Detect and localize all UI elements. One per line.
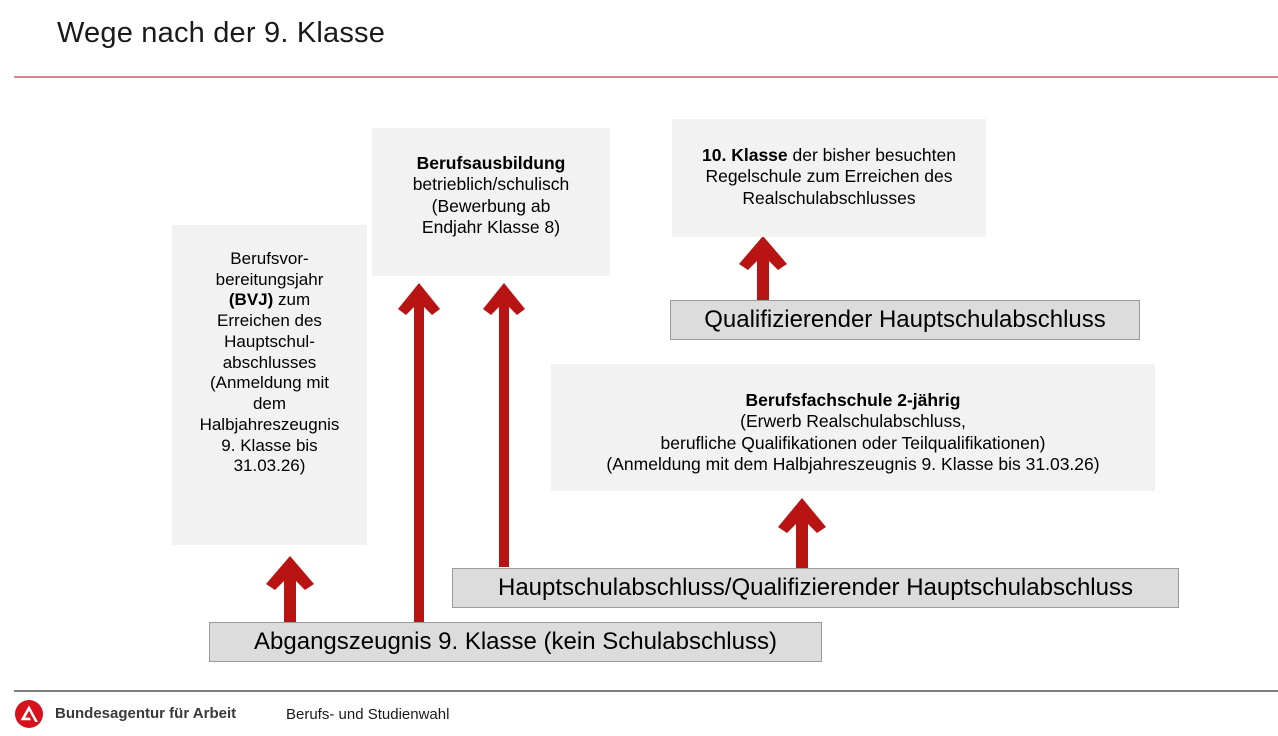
bvj-bold-abbr: (BVJ) [228, 290, 274, 310]
bvj-line-11: 31.03.26) [233, 456, 306, 476]
bar-abgangszeugnis: Abgangszeugnis 9. Klasse (kein Schulabsc… [209, 622, 822, 662]
footer-divider [14, 690, 1278, 692]
klasse10-line-2: Regelschule zum Erreichen des [705, 166, 953, 187]
bar-abgangszeugnis-label: Abgangszeugnis 9. Klasse (kein Schulabsc… [254, 628, 777, 655]
box-klasse-10: 10. Klasse der bisher besuchten Regelsch… [672, 119, 986, 237]
bvj-line-3-rest: zum [273, 290, 311, 310]
klasse10-line-1-rest: der bisher besuchten [787, 145, 956, 165]
berufsausbildung-heading: Berufsausbildung [416, 153, 566, 173]
bvj-line-1: Berufsvor- [230, 249, 309, 268]
klasse10-line-3: Realschulabschlusses [742, 187, 916, 208]
bvj-line-10: 9. Klasse bis [221, 435, 318, 455]
bar-hauptschulabschluss-qualifizierender: Hauptschulabschluss/Qualifizierender Hau… [452, 568, 1179, 608]
bvj-line-4: Erreichen des [217, 311, 322, 331]
footer-brand-label: Bundesagentur für Arbeit [55, 705, 237, 722]
bar-qualifizierender-hauptschulabschluss: Qualifizierender Hauptschulabschluss [670, 300, 1140, 340]
berufsfachschule-line-2: berufliche Qualifikationen oder Teilqual… [660, 432, 1046, 453]
klasse10-line-1: 10. Klasse der bisher besuchten [678, 145, 980, 166]
berufsfachschule-line-1: (Erwerb Realschulabschluss, [740, 411, 966, 432]
bvj-line-3: (BVJ) zum [178, 290, 361, 311]
bundesagentur-fuer-arbeit-logo [14, 699, 44, 729]
arrow-hauptschulabschluss-to-berufsausbildung [481, 283, 527, 567]
bvj-line-8: dem [252, 394, 287, 414]
berufsausbildung-line-1: betrieblich/schulisch [412, 174, 570, 195]
box-berufsausbildung: Berufsausbildung betrieblich/schulisch (… [372, 128, 610, 276]
bvj-line-5: Hauptschul- [224, 331, 315, 351]
box-berufsfachschule: Berufsfachschule 2-jährig (Erwerb Realsc… [551, 364, 1155, 491]
berufsfachschule-line-3: (Anmeldung mit dem Halbjahreszeugnis 9. … [606, 454, 1100, 475]
berufsfachschule-heading: Berufsfachschule 2-jährig [745, 390, 961, 410]
bvj-line-2: bereitungsjahr [215, 269, 324, 289]
bvj-line-6: abschlusses [222, 352, 317, 372]
bvj-line-7: (Anmeldung mit [209, 373, 330, 393]
arrow-abgangszeugnis-to-bvj [264, 556, 316, 622]
arrow-hauptschulabschluss-to-berufsfachschule [776, 498, 828, 570]
page-title: Wege nach der 9. Klasse [57, 17, 386, 49]
footer-subtitle: Berufs- und Studienwahl [286, 706, 450, 723]
bar-qualifizierender-label: Qualifizierender Hauptschulabschluss [704, 306, 1106, 333]
title-divider [14, 76, 1278, 78]
berufsausbildung-line-3: Endjahr Klasse 8) [421, 217, 561, 238]
arrow-qualifizierender-to-klasse10 [737, 236, 789, 302]
bar-hauptschulabschluss-label: Hauptschulabschluss/Qualifizierender Hau… [497, 574, 1133, 601]
bvj-line-9: Halbjahreszeugnis [199, 414, 340, 434]
klasse10-bold-lead: 10. Klasse [702, 145, 788, 165]
berufsausbildung-line-2: (Bewerbung ab [431, 195, 551, 216]
arrow-abgangszeugnis-to-berufsausbildung [396, 283, 442, 623]
box-berufsvorbereitungsjahr: Berufsvor- bereitungsjahr (BVJ) zum Erre… [172, 225, 367, 545]
